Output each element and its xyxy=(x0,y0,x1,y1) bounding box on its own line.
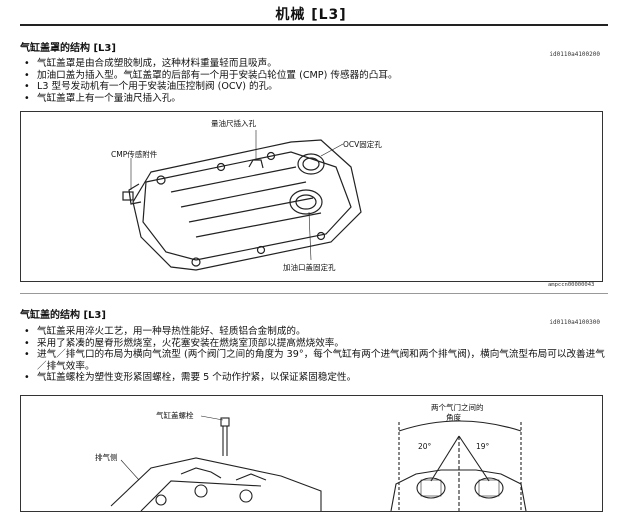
figure1-code: ampccn00000043 xyxy=(548,282,595,288)
label-filler-cap-hole: 加油口盖固定孔 xyxy=(283,263,336,272)
section-divider xyxy=(20,293,608,294)
label-cmp-attachment: CMP传感附件 xyxy=(111,150,158,159)
section2-code: id0110a4100300 xyxy=(549,319,600,326)
label-angle-right: 19° xyxy=(476,442,490,451)
list-item: 气缸盖采用淬火工艺，用一种导热性能好、轻质铝合金制成的。 xyxy=(24,326,609,338)
list-item: L3 型号发动机有一个用于安装油压控制阀 (OCV) 的孔。 xyxy=(24,81,609,93)
list-item: 采用了紧凑的屋脊形燃烧室，火花塞安装在燃烧室顶部以提高燃烧效率。 xyxy=(24,338,609,350)
section2-title: 气缸盖的结构 [L3] xyxy=(20,310,106,321)
list-item: 气缸盖罩上有一个量油尺插入孔。 xyxy=(24,93,609,105)
figure-cylinder-head: 气缸盖螺栓 排气侧 两个气门之间的 角度 20° 19° xyxy=(20,395,603,512)
section1-bullets: 气缸盖罩是由合成塑胶制成，这种材料重量轻而且吸声。 加油口盖为插入型。气缸盖罩的… xyxy=(24,58,609,104)
section1-title: 气缸盖罩的结构 [L3] xyxy=(20,43,116,54)
cylinder-head-drawing xyxy=(110,415,527,511)
section1-code: id0110a4100200 xyxy=(549,51,600,58)
list-item: 加油口盖为插入型。气缸盖罩的后部有一个用于安装凸轮位置 (CMP) 传感器的凸耳… xyxy=(24,70,609,82)
list-item: 气缸盖罩是由合成塑胶制成，这种材料重量轻而且吸声。 xyxy=(24,58,609,70)
header-rule xyxy=(20,24,608,26)
label-angle-left: 20° xyxy=(418,442,432,451)
label-head-bolt: 气缸盖螺栓 xyxy=(156,411,194,420)
label-dipstick-hole: 量油尺插入孔 xyxy=(211,119,256,128)
label-exhaust-side: 排气侧 xyxy=(95,453,118,462)
label-valve-angle-line1: 两个气门之间的 xyxy=(431,403,484,412)
section2-bullets: 气缸盖采用淬火工艺，用一种导热性能好、轻质铝合金制成的。 采用了紧凑的屋脊形燃烧… xyxy=(24,326,609,384)
page-title: 机械 [L3] xyxy=(275,7,347,23)
label-valve-angle-line2: 角度 xyxy=(446,413,461,422)
list-item: 气缸盖螺栓为塑性变形紧固螺栓，需要 5 个动作拧紧，以保证紧固稳定性。 xyxy=(24,372,609,384)
label-ocv-hole: OCV固定孔 xyxy=(343,140,382,149)
figure-cylinder-head-cover: 量油尺插入孔 OCV固定孔 CMP传感附件 加油口盖固定孔 xyxy=(20,111,603,282)
cylinder-head-cover-drawing xyxy=(122,130,362,271)
list-item: 进气／排气口的布局为横向气流型 (两个阀门之间的角度为 39°，每个气缸有两个进… xyxy=(24,349,609,372)
